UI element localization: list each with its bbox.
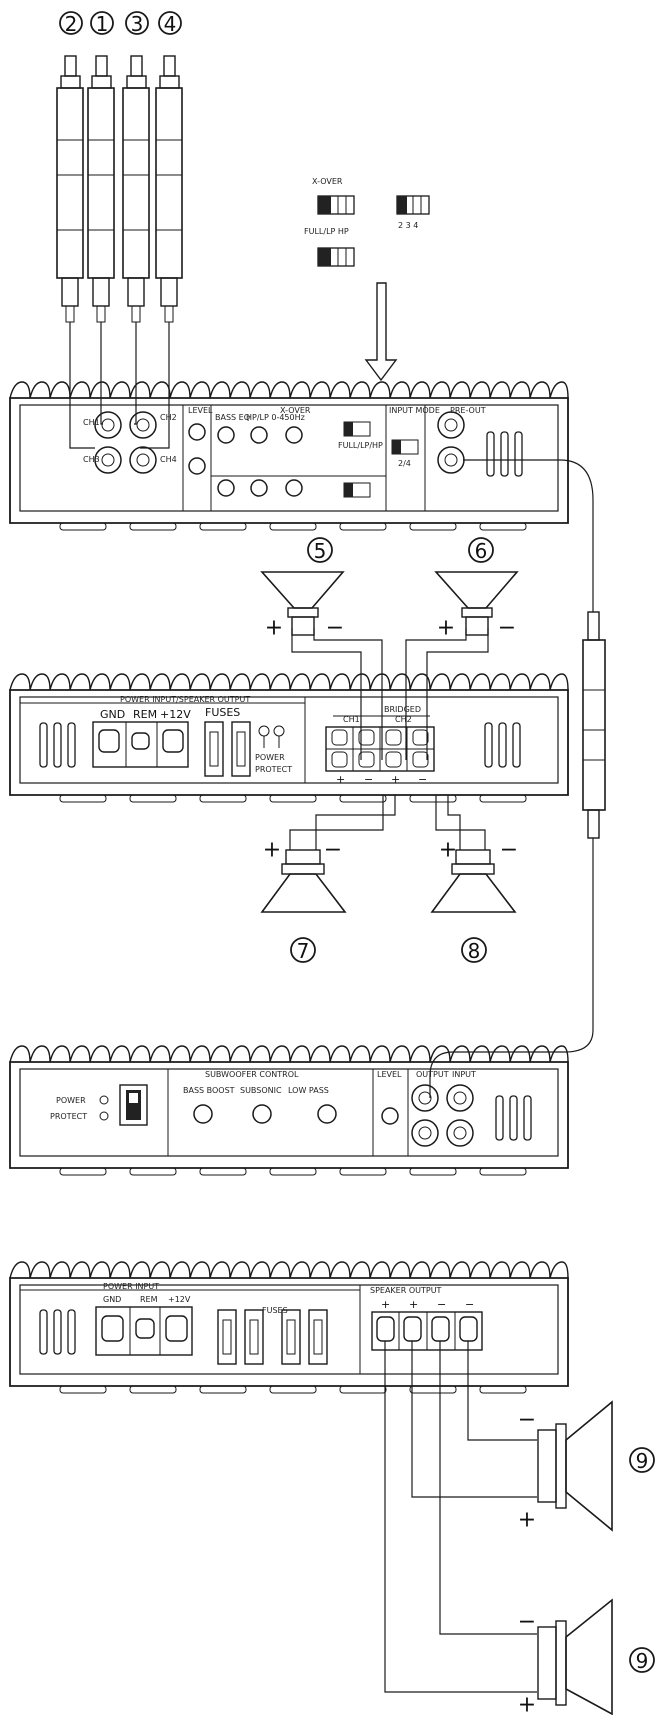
label-rca-4: 4: [164, 12, 177, 36]
amp2-ch2-label: CH2: [395, 715, 412, 724]
ch4-label: CH4: [160, 455, 177, 464]
xover-header: X-OVER: [280, 406, 311, 415]
full-lp-hp-label: FULL/LP/HP: [338, 441, 383, 450]
amp3-input-label: INPUT: [452, 1070, 476, 1079]
speaker-9b-minus: −: [518, 1610, 536, 1635]
amp2-bridged-label: BRIDGED: [384, 705, 421, 714]
amplifier-4: POWER INPUT GND REM +12V FUSES SPEAKER O…: [9, 1261, 569, 1394]
ch2-label: CH2: [160, 413, 177, 422]
speaker-5-minus: −: [326, 616, 344, 641]
speaker-8: + − 8: [430, 838, 518, 963]
switch-numbers: 2 3 4: [398, 221, 418, 230]
label-rca-2: 2: [65, 12, 78, 36]
amp3-subsonic-label: SUBSONIC: [240, 1086, 282, 1095]
amp4-rem-label: REM: [140, 1295, 158, 1304]
amp3-header: SUBWOOFER CONTROL: [205, 1070, 299, 1079]
label-rca-3: 3: [131, 12, 144, 36]
speaker-6-plus: +: [437, 616, 455, 641]
speaker-8-minus: −: [500, 838, 518, 863]
label-speaker-9b: 9: [636, 1649, 649, 1673]
wires-speakers-5-6: [291, 628, 489, 760]
amp4-minus-1: −: [437, 1298, 446, 1311]
rca-cable-1: 1: [87, 11, 115, 323]
label-speaker-5: 5: [314, 539, 327, 563]
amp2-plus-2: +: [391, 773, 400, 786]
speaker-9a-plus: +: [518, 1508, 536, 1533]
rca-cable-2: 2: [56, 11, 84, 323]
label-rca-1: 1: [96, 12, 109, 36]
bass-eq-label: BASS EQ: [215, 413, 250, 422]
label-speaker-9a: 9: [636, 1449, 649, 1473]
amp2-protect-label: PROTECT: [255, 765, 292, 774]
speaker-6-minus: −: [498, 616, 516, 641]
rca-cable-3: 3: [122, 11, 150, 323]
speaker-7-minus: −: [324, 838, 342, 863]
xover-sublabel: FULL/LP HP: [304, 227, 349, 236]
amp3-bass-boost-label: BASS BOOST: [183, 1086, 235, 1095]
xover-switch-inset: X-OVER 2 3 4 FULL/LP HP: [304, 177, 430, 382]
speaker-9a-minus: −: [518, 1408, 536, 1433]
speaker-9-upper: − + 9: [518, 1400, 655, 1533]
amp3-level-label: LEVEL: [377, 1070, 402, 1079]
pre-out-header: PRE-OUT: [450, 406, 486, 415]
amp4-fuses-label: FUSES: [262, 1306, 288, 1315]
speaker-9-lower: − + 9: [518, 1598, 655, 1715]
amp4-12v-label: +12V: [168, 1295, 191, 1304]
amp4-speaker-output-label: SPEAKER OUTPUT: [370, 1286, 442, 1295]
amp3-lowpass-label: LOW PASS: [288, 1086, 329, 1095]
rca-cable-4: 4: [155, 11, 183, 323]
label-speaker-7: 7: [297, 939, 310, 963]
amp2-12v-label: +12V: [160, 708, 191, 721]
level-header: LEVEL: [188, 406, 213, 415]
freq-label: HP/LP 0-450Hz: [246, 413, 305, 422]
amp2-ch1-label: CH1: [343, 715, 360, 724]
down-arrow-icon: [364, 282, 398, 382]
input-mode-header: INPUT MODE: [389, 406, 440, 415]
amp2-fuses-label: FUSES: [205, 706, 240, 719]
amp2-rem-label: REM: [133, 708, 157, 721]
rca-cable-group: 2 1 3: [56, 11, 183, 449]
amp4-gnd-label: GND: [103, 1295, 121, 1304]
amp3-power-label: POWER: [56, 1096, 86, 1105]
wires-speakers-9: [384, 1341, 537, 1693]
amp3-protect-label: PROTECT: [50, 1112, 87, 1121]
ch1-label: CH1: [83, 418, 100, 427]
amp2-gnd-label: GND: [100, 708, 125, 721]
amp4-minus-2: −: [465, 1298, 474, 1311]
amplifier-2: POWER INPUT/SPEAKER OUTPUT GND REM +12V …: [9, 673, 569, 803]
pre-out-cable: [429, 459, 606, 1098]
speaker-5: 5 + −: [260, 537, 345, 641]
amp2-minus-1: −: [364, 773, 373, 786]
amp2-power-label: POWER: [255, 753, 285, 762]
speaker-9b-plus: +: [518, 1693, 536, 1715]
speaker-6: 6 + −: [434, 537, 519, 641]
amplifier-1: LEVEL X-OVER INPUT MODE PRE-OUT CH1 CH2 …: [9, 381, 569, 531]
amplifier-3: SUBWOOFER CONTROL POWER PROTECT BASS BOO…: [9, 1045, 569, 1176]
label-speaker-6: 6: [475, 539, 488, 563]
amp2-minus-2: −: [418, 773, 427, 786]
amp4-plus-2: +: [409, 1298, 418, 1311]
speaker-5-plus: +: [265, 616, 283, 641]
wires-speakers-7-8: [289, 795, 486, 850]
xover-label: X-OVER: [312, 177, 343, 186]
speaker-8-plus: +: [439, 838, 457, 863]
speaker-7-plus: +: [263, 838, 281, 863]
amp3-output-label: OUTPUT: [416, 1070, 449, 1079]
speaker-7: + − 7: [260, 838, 347, 963]
amp2-plus-1: +: [336, 773, 345, 786]
amp4-power-input-label: POWER INPUT: [103, 1282, 159, 1291]
amp2-header: POWER INPUT/SPEAKER OUTPUT: [120, 695, 250, 704]
ch3-label: CH3: [83, 455, 100, 464]
amp4-plus-1: +: [381, 1298, 390, 1311]
mode-2-4-label: 2/4: [398, 459, 411, 468]
label-speaker-8: 8: [468, 939, 481, 963]
